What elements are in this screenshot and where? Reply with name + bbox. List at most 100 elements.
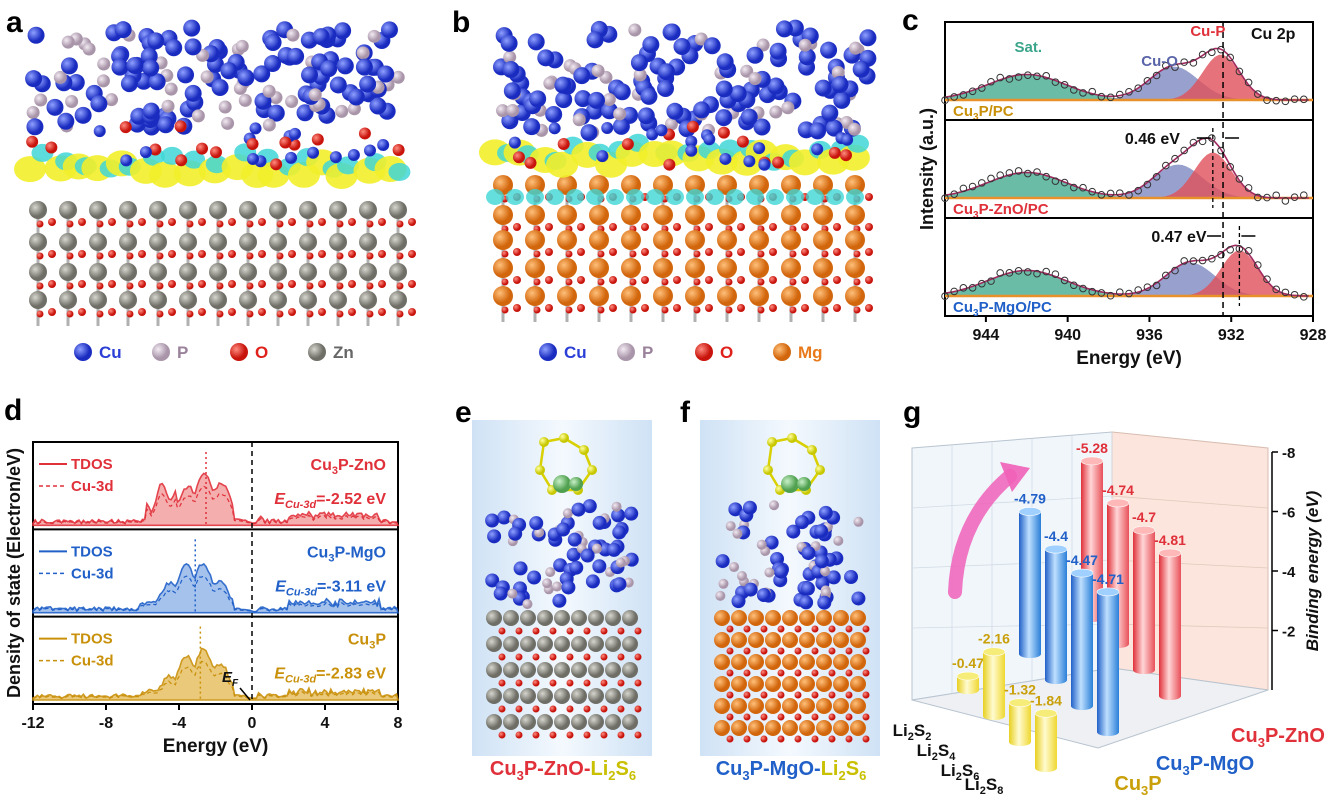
o-atom — [828, 713, 836, 721]
zn-atom — [605, 662, 621, 678]
o-atom — [66, 282, 74, 290]
data-point — [1180, 257, 1188, 265]
o-atom — [228, 280, 236, 288]
cu-atom — [553, 558, 568, 573]
zn-atom — [520, 610, 536, 626]
p-atom — [507, 588, 518, 599]
p-atom — [613, 107, 627, 121]
zn-atom — [571, 636, 587, 652]
s-atom — [535, 465, 545, 475]
data-point — [1042, 172, 1050, 181]
o-atom — [306, 282, 314, 290]
zn-atom — [520, 688, 536, 704]
zn-atom — [269, 263, 287, 281]
panel-e-letter: e — [455, 396, 472, 429]
interface-atom — [512, 151, 525, 164]
p-atom — [715, 590, 726, 601]
zn-atom — [59, 201, 77, 219]
p-atom — [285, 95, 299, 109]
cu-atom — [377, 65, 395, 83]
data-point — [1263, 275, 1271, 284]
data-point — [1244, 247, 1253, 255]
cu-atom — [817, 595, 832, 610]
data-point — [1254, 193, 1262, 202]
o-atom — [498, 731, 506, 739]
cu-atom — [27, 26, 45, 44]
cu3d-curve — [32, 660, 397, 700]
zn-atom — [59, 233, 77, 251]
cu-atom — [334, 22, 352, 40]
cu-atom — [556, 522, 571, 537]
mg-atom — [493, 230, 513, 250]
o-atom — [549, 731, 557, 739]
bar-value-label: -4.7 — [1132, 509, 1156, 525]
o-atom — [96, 310, 104, 318]
cu-atom — [642, 36, 660, 54]
o-atom — [565, 278, 573, 286]
bar-base — [957, 686, 979, 694]
cu-atom — [821, 104, 839, 122]
p-atom — [496, 104, 510, 118]
cu-atom — [142, 59, 160, 77]
o-atom — [276, 220, 284, 228]
o-atom — [853, 278, 861, 286]
z-tick-label: -2 — [1282, 624, 1295, 641]
o-atom — [811, 669, 819, 677]
p-atom — [96, 74, 110, 88]
cu-atom — [485, 513, 500, 528]
mg-atom — [813, 205, 833, 225]
o-atom — [673, 248, 681, 256]
cu-atom — [666, 102, 684, 120]
mg-atom — [748, 698, 764, 714]
o-atom — [634, 653, 642, 661]
zn-atom — [89, 263, 107, 281]
legend-o-icon — [695, 343, 713, 361]
zn-atom — [389, 201, 407, 219]
interface-atom — [247, 152, 260, 165]
interface-atom — [719, 152, 732, 165]
o-atom — [36, 220, 44, 228]
panel-c-letter: c — [902, 4, 919, 37]
zn-atom — [239, 263, 257, 281]
interface-atom — [685, 135, 698, 148]
zn-atom — [59, 291, 77, 309]
mg-atom — [850, 654, 866, 670]
o-atom — [515, 653, 523, 661]
data-point — [1134, 84, 1142, 93]
zn-atom — [486, 662, 502, 678]
o-atom — [549, 627, 557, 635]
cu-atom — [264, 55, 282, 73]
data-point — [1014, 167, 1023, 175]
data-point — [987, 277, 995, 285]
charge-cyan — [726, 189, 744, 205]
mg-atom — [714, 698, 730, 714]
o-atom — [725, 278, 733, 286]
data-point — [1272, 191, 1280, 200]
cu-atom — [114, 21, 132, 39]
o-atom — [726, 647, 734, 655]
bar-value-label: -5.28 — [1076, 440, 1108, 456]
o-atom — [600, 653, 608, 661]
charge-cyan — [506, 189, 524, 205]
mg-atom — [748, 610, 764, 626]
p-atom — [732, 528, 743, 539]
data-point — [1024, 71, 1032, 79]
dband-center-value: ECu-3d=-2.52 eV — [274, 491, 386, 511]
data-point — [1070, 183, 1078, 192]
cu-atom — [142, 102, 160, 120]
mg-atom — [685, 286, 705, 306]
o-atom — [366, 282, 374, 290]
o-atom — [378, 218, 386, 226]
data-point — [1281, 288, 1290, 297]
o-atom — [78, 250, 86, 258]
data-point — [1051, 270, 1060, 278]
zn-atom — [119, 263, 137, 281]
category-label: Li2S4 — [917, 741, 957, 763]
o-atom — [673, 276, 681, 284]
interface-atom — [663, 158, 676, 171]
o-atom — [228, 218, 236, 226]
o-atom — [216, 220, 224, 228]
interface-atom — [717, 126, 730, 139]
